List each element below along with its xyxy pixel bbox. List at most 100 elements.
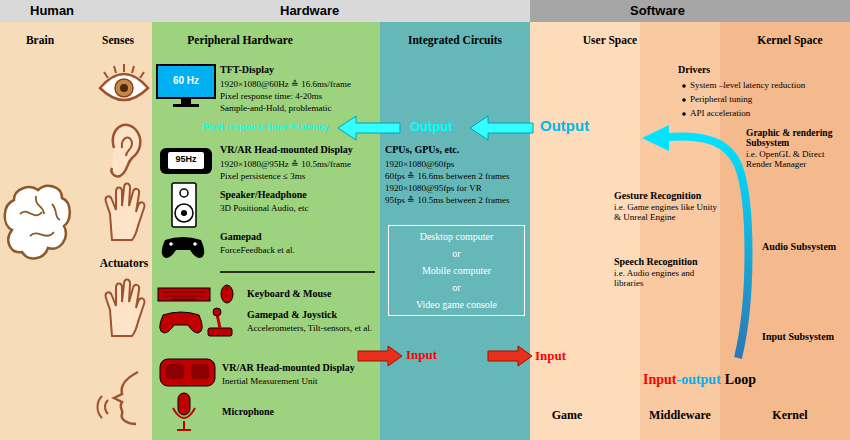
column-text: Actuators	[100, 257, 149, 269]
eye-pupil	[120, 84, 128, 92]
joystick-base	[208, 328, 232, 336]
keyboard-body	[158, 288, 210, 301]
device-spec: Pixel response time: 4-20ms	[220, 91, 322, 101]
device-name: TFT-Display	[220, 64, 274, 75]
column-heading: Peripheral Hardware	[187, 34, 293, 46]
face-profile	[114, 372, 138, 424]
column-band: Integrated CircuitsDesktop computerorMob…	[380, 22, 530, 440]
device-name: Keyboard & Mouse	[247, 288, 331, 299]
input-arrow	[358, 346, 402, 366]
bullet	[682, 98, 686, 102]
mic-holder	[173, 408, 195, 430]
gamepad-body	[160, 312, 203, 333]
device-spec: 3D Positional Audio, etc	[220, 203, 309, 213]
gamepad-button	[169, 242, 173, 246]
bullet-text: API acceleration	[690, 108, 750, 118]
device-name: Gamepad	[220, 231, 262, 242]
hand-icon	[106, 184, 145, 241]
bullet	[682, 112, 686, 116]
sound-waves	[98, 396, 109, 418]
mouse-icon	[221, 285, 233, 303]
ear-inner	[122, 138, 132, 156]
gamepad-icon	[162, 237, 205, 258]
monitor-base	[173, 104, 199, 107]
flow-label: Input	[406, 347, 437, 363]
device-name: Speaker/Headphone	[220, 189, 307, 200]
device-name: Microphone	[222, 406, 274, 417]
device-name: Gamepad & Joystick	[247, 309, 337, 320]
vr-display	[168, 152, 204, 169]
box-text: Video game console	[416, 296, 497, 313]
section-header: Software	[530, 0, 850, 22]
keyboard-keys	[162, 292, 206, 299]
device-spec: 1920×1080@95Hz ≙ 10.5ms/frame	[220, 159, 351, 169]
subsystem-name: Audio Subsystem	[762, 241, 836, 252]
latency-note: Pixel response time + latency	[203, 122, 329, 132]
section-header: Hardware	[152, 0, 530, 22]
vr-lens	[191, 364, 209, 379]
device-box: Desktop computerorMobile computerorVideo…	[388, 225, 525, 316]
device-spec: Pixel persistence ≤ 3ms	[220, 171, 305, 181]
speaker-box	[172, 183, 196, 227]
output-arrow	[338, 116, 400, 140]
box-text: Desktop computer	[420, 228, 494, 245]
keyboard-icon	[158, 285, 233, 303]
column-text: Kernel	[772, 408, 807, 423]
box-text: or	[452, 245, 460, 262]
icon-text: 95Hz	[175, 154, 196, 164]
chip-spec: 95fps ≙ 10.5ms between 2 frames	[385, 195, 509, 205]
joystick-knob	[213, 308, 221, 316]
loop-arrow	[668, 136, 749, 358]
box-text: or	[452, 279, 460, 296]
column-heading: Brain	[26, 34, 54, 46]
vr-headset-icon	[160, 148, 212, 174]
device-spec: Accelerometers, Tilt-sensors, et al.	[247, 323, 372, 333]
subsystem-note: i.e. Audio engines and libraries	[614, 268, 722, 288]
brain-folds	[20, 196, 60, 236]
device-spec: Inertial Measurement Unit	[222, 376, 317, 386]
bullet	[682, 84, 686, 88]
chip-spec: 1920×1080@95fps for VR	[385, 183, 482, 193]
section-header: Human	[0, 0, 152, 22]
subsystem-name: Graphic & rendering Subsystem	[746, 128, 846, 148]
divider-line	[220, 271, 375, 273]
vr-headset-input-icon	[160, 359, 215, 386]
ear-outline	[111, 125, 140, 177]
chip-spec: 60fps ≙ 16.6ms between 2 frames	[385, 171, 509, 181]
device-name: VR/AR Head-mounted Display	[222, 362, 355, 373]
column-heading: Integrated Circuits	[408, 34, 502, 46]
vr-lens	[166, 364, 184, 379]
flow-label: Output	[410, 119, 453, 134]
speaker-woofer	[175, 204, 193, 222]
column-heading: User Space	[583, 34, 637, 46]
column-text: Senses	[102, 34, 134, 46]
eye-iris	[115, 79, 133, 97]
vr-body	[160, 148, 212, 174]
subsystem-name: Drivers	[678, 64, 710, 75]
device-spec: Sample-and-Hold, problematic	[220, 103, 331, 113]
mouse-line	[227, 286, 228, 292]
mouth-icon	[98, 372, 139, 424]
subsystem-note: i.e. Game engines like Unity & Unreal En…	[614, 202, 722, 222]
column-heading: Kernel Space	[757, 34, 822, 46]
loop-arrowhead	[642, 125, 669, 151]
chip-name: CPUs, GPUs, etc.	[385, 144, 459, 155]
brain-outline	[5, 186, 70, 259]
ear-icon	[111, 125, 140, 177]
speaker-cone	[181, 210, 187, 216]
microphone-icon	[173, 393, 195, 430]
device-spec: ForceFeedback et al.	[220, 245, 295, 255]
speaker-tweeter	[180, 189, 188, 197]
column-text: Game	[552, 408, 583, 423]
joystick-icon	[160, 308, 232, 336]
vr-body	[160, 359, 215, 386]
output-arrow	[470, 116, 533, 140]
loop-label: Input	[643, 372, 676, 388]
column-heading: Hardware	[280, 3, 339, 18]
column-heading: Human	[30, 3, 74, 18]
loop-label: Loop	[725, 372, 756, 388]
chip-spec: 1920×1080@60fps	[385, 159, 454, 169]
monitor-icon	[157, 65, 215, 107]
column-heading: Software	[630, 3, 685, 18]
mic-capsule	[178, 393, 190, 415]
